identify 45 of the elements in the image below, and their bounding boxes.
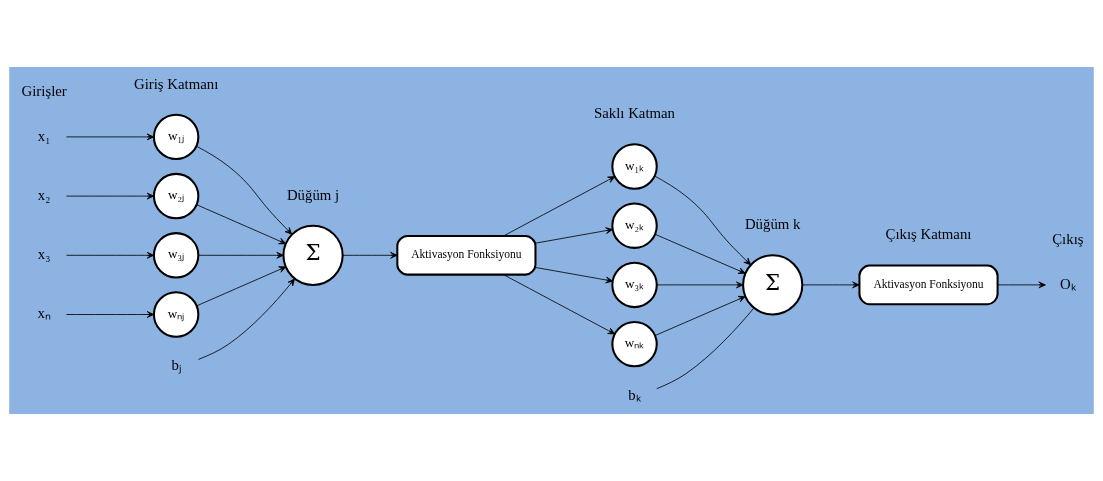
arrow: [997, 281, 1046, 289]
arrow: [654, 233, 746, 274]
node-circle: wₙₖ: [611, 320, 658, 368]
node-text: x₃: [37, 245, 51, 262]
arrow: [66, 311, 155, 318]
node-text: bⱼ: [171, 356, 181, 373]
arrow: [503, 176, 616, 237]
node-circle: w₃ₖ: [611, 261, 658, 309]
arrow: [656, 281, 744, 289]
arrow: [654, 295, 746, 336]
label: Çıkış Katmanı: [885, 226, 972, 243]
arrow: [802, 281, 860, 289]
arrow: [654, 175, 752, 266]
node-circle: w₃ⱼ: [152, 232, 200, 279]
label: Düğüm j: [286, 186, 340, 203]
arrow: [503, 274, 616, 335]
connector: [656, 307, 755, 390]
arrow: [196, 145, 293, 235]
label: Girişler: [21, 83, 67, 100]
node-text: x₁: [37, 127, 51, 144]
node-text: bₖ: [628, 386, 641, 403]
label: Çıkış: [1052, 231, 1084, 248]
node-text: x₂: [37, 186, 51, 203]
arrow: [66, 192, 155, 200]
node-text: Oₖ: [1060, 275, 1076, 292]
arrow: [198, 278, 295, 360]
label: Giriş Katmanı: [134, 75, 219, 92]
node-circle: w₁ⱼ: [152, 113, 200, 161]
label: Saklı Katman: [594, 105, 676, 122]
node-box: Aktivasyon Fonksiyonu: [858, 264, 999, 306]
node-box: Aktivasyon Fonksiyonu: [396, 234, 537, 276]
arrow: [535, 267, 613, 284]
node-text: xₙ: [37, 305, 51, 322]
arrow: [198, 251, 284, 259]
label: Düğüm k: [744, 216, 801, 233]
node-circle: wₙⱼ: [152, 291, 200, 338]
arrow: [66, 133, 155, 141]
arrow: [196, 266, 287, 307]
node-circle: w₂ⱼ: [152, 172, 200, 220]
arrow: [535, 227, 613, 244]
arrow: [196, 204, 287, 245]
node-circle: w₂ₖ: [611, 202, 658, 249]
arrow: [342, 251, 398, 259]
node-circle: w₁ₖ: [611, 143, 658, 190]
arrow: [66, 251, 155, 259]
